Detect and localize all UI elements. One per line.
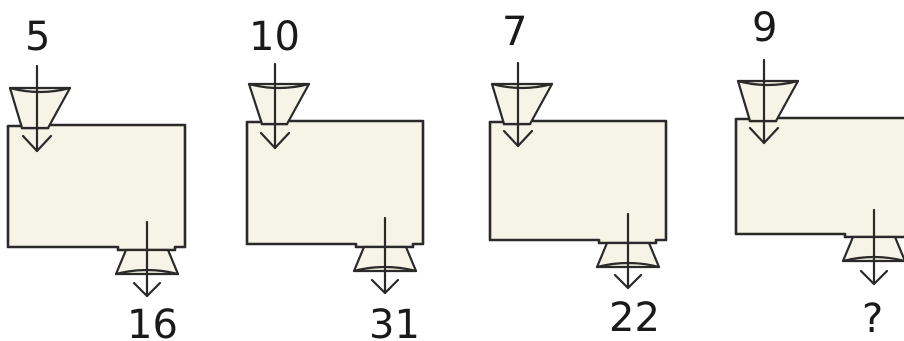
output-arrow bbox=[613, 212, 643, 290]
output-number: 31 bbox=[369, 302, 420, 341]
input-arrow bbox=[21, 64, 53, 153]
input-arrow bbox=[748, 58, 780, 145]
machine-body bbox=[488, 119, 668, 245]
machine-body bbox=[245, 119, 425, 249]
machine-body bbox=[734, 116, 904, 239]
function-machine-3: 7 22 bbox=[488, 9, 668, 341]
input-number: 9 bbox=[752, 5, 777, 51]
output-arrow bbox=[370, 216, 400, 295]
input-arrow bbox=[502, 61, 534, 148]
output-number: 16 bbox=[127, 302, 178, 341]
output-unknown: ? bbox=[862, 296, 883, 341]
input-arrow bbox=[259, 62, 291, 150]
input-funnel bbox=[8, 86, 72, 130]
input-number: 7 bbox=[502, 9, 527, 55]
machine-body bbox=[6, 123, 187, 252]
input-funnel bbox=[247, 82, 311, 126]
input-number: 10 bbox=[249, 14, 300, 60]
output-number: 22 bbox=[609, 295, 660, 341]
output-arrow bbox=[859, 208, 889, 286]
output-arrow bbox=[132, 220, 162, 298]
input-funnel bbox=[490, 82, 554, 126]
function-machine-2: 10 31 bbox=[245, 14, 425, 341]
function-machine-1: 5 16 bbox=[6, 14, 187, 341]
input-number: 5 bbox=[25, 14, 50, 60]
input-funnel bbox=[736, 79, 800, 123]
function-machine-4: 9 ? bbox=[734, 5, 904, 341]
